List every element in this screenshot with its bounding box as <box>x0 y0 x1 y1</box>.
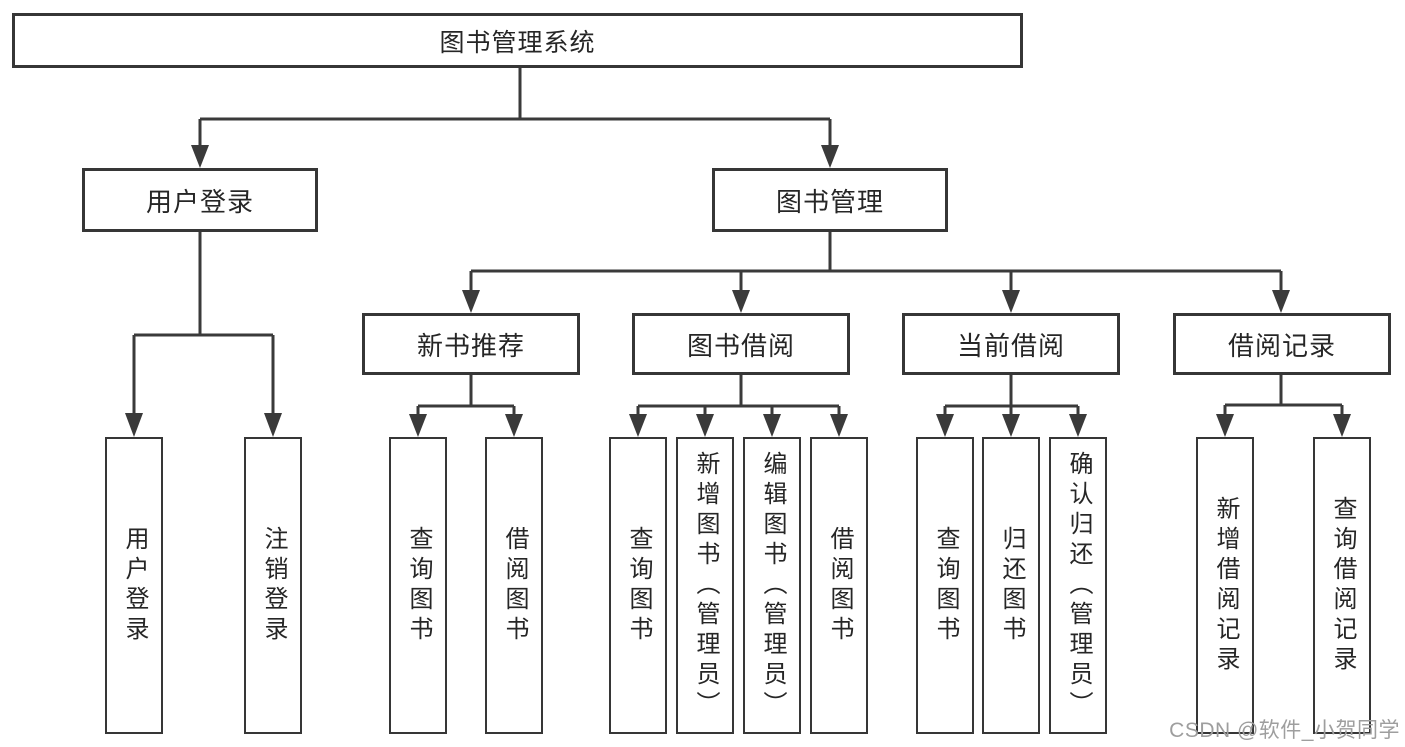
node-label: 用户登录 <box>145 186 254 217</box>
node-label: 用户登录 <box>121 525 148 646</box>
node-add-borrow-record: 新增借阅记录 <box>1196 437 1254 734</box>
node-user-login: 用户登录 <box>82 168 318 232</box>
node-query-borrow-record: 查询借阅记录 <box>1313 437 1371 734</box>
node-label: 借阅图书 <box>501 525 528 646</box>
node-label: 新书推荐 <box>416 330 525 361</box>
node-add-book-admin: 新增图书（管理员） <box>676 437 734 734</box>
node-borrow-books-recommend: 借阅图书 <box>485 437 543 734</box>
node-query-books-recommend: 查询图书 <box>389 437 447 734</box>
node-user-login-action: 用户登录 <box>105 437 163 734</box>
node-label: 编辑图书（管理员） <box>759 450 786 721</box>
node-current-borrow: 当前借阅 <box>902 313 1120 375</box>
node-new-book-recommend: 新书推荐 <box>362 313 580 375</box>
node-label: 借阅图书 <box>826 525 853 646</box>
connector-user-login <box>125 232 282 437</box>
connector-book-management <box>462 232 1290 313</box>
node-edit-book-admin: 编辑图书（管理员） <box>743 437 801 734</box>
node-label: 确认归还（管理员） <box>1065 450 1092 721</box>
node-query-books-current: 查询图书 <box>916 437 974 734</box>
node-label: 新增借阅记录 <box>1212 495 1239 676</box>
connector-borrow-records <box>1216 375 1351 437</box>
node-label: 查询图书 <box>932 525 959 646</box>
node-label: 借阅记录 <box>1227 330 1336 361</box>
node-label: 查询图书 <box>405 525 432 646</box>
node-book-management-system: 图书管理系统 <box>12 13 1023 68</box>
node-return-books: 归还图书 <box>982 437 1040 734</box>
node-borrow-records: 借阅记录 <box>1173 313 1391 375</box>
connector-new-book-recommend <box>409 375 523 437</box>
node-confirm-return-admin: 确认归还（管理员） <box>1049 437 1107 734</box>
connector-current-borrow <box>936 375 1087 437</box>
node-label: 查询借阅记录 <box>1329 495 1356 676</box>
node-label: 图书管理 <box>775 186 884 217</box>
node-label: 注销登录 <box>260 525 287 646</box>
node-label: 当前借阅 <box>956 330 1065 361</box>
node-logout: 注销登录 <box>244 437 302 734</box>
node-label: 图书管理系统 <box>439 28 596 57</box>
csdn-watermark: CSDN @软件_小贺同学 <box>1169 719 1400 742</box>
connector-root <box>191 68 839 168</box>
node-book-borrow: 图书借阅 <box>632 313 850 375</box>
node-label: 查询图书 <box>625 525 652 646</box>
node-label: 图书借阅 <box>686 330 795 361</box>
node-book-management: 图书管理 <box>712 168 948 232</box>
node-query-books-borrow: 查询图书 <box>609 437 667 734</box>
node-label: 新增图书（管理员） <box>692 450 719 721</box>
node-label: 归还图书 <box>998 525 1025 646</box>
connector-book-borrow <box>629 375 848 437</box>
node-borrow-books-action: 借阅图书 <box>810 437 868 734</box>
